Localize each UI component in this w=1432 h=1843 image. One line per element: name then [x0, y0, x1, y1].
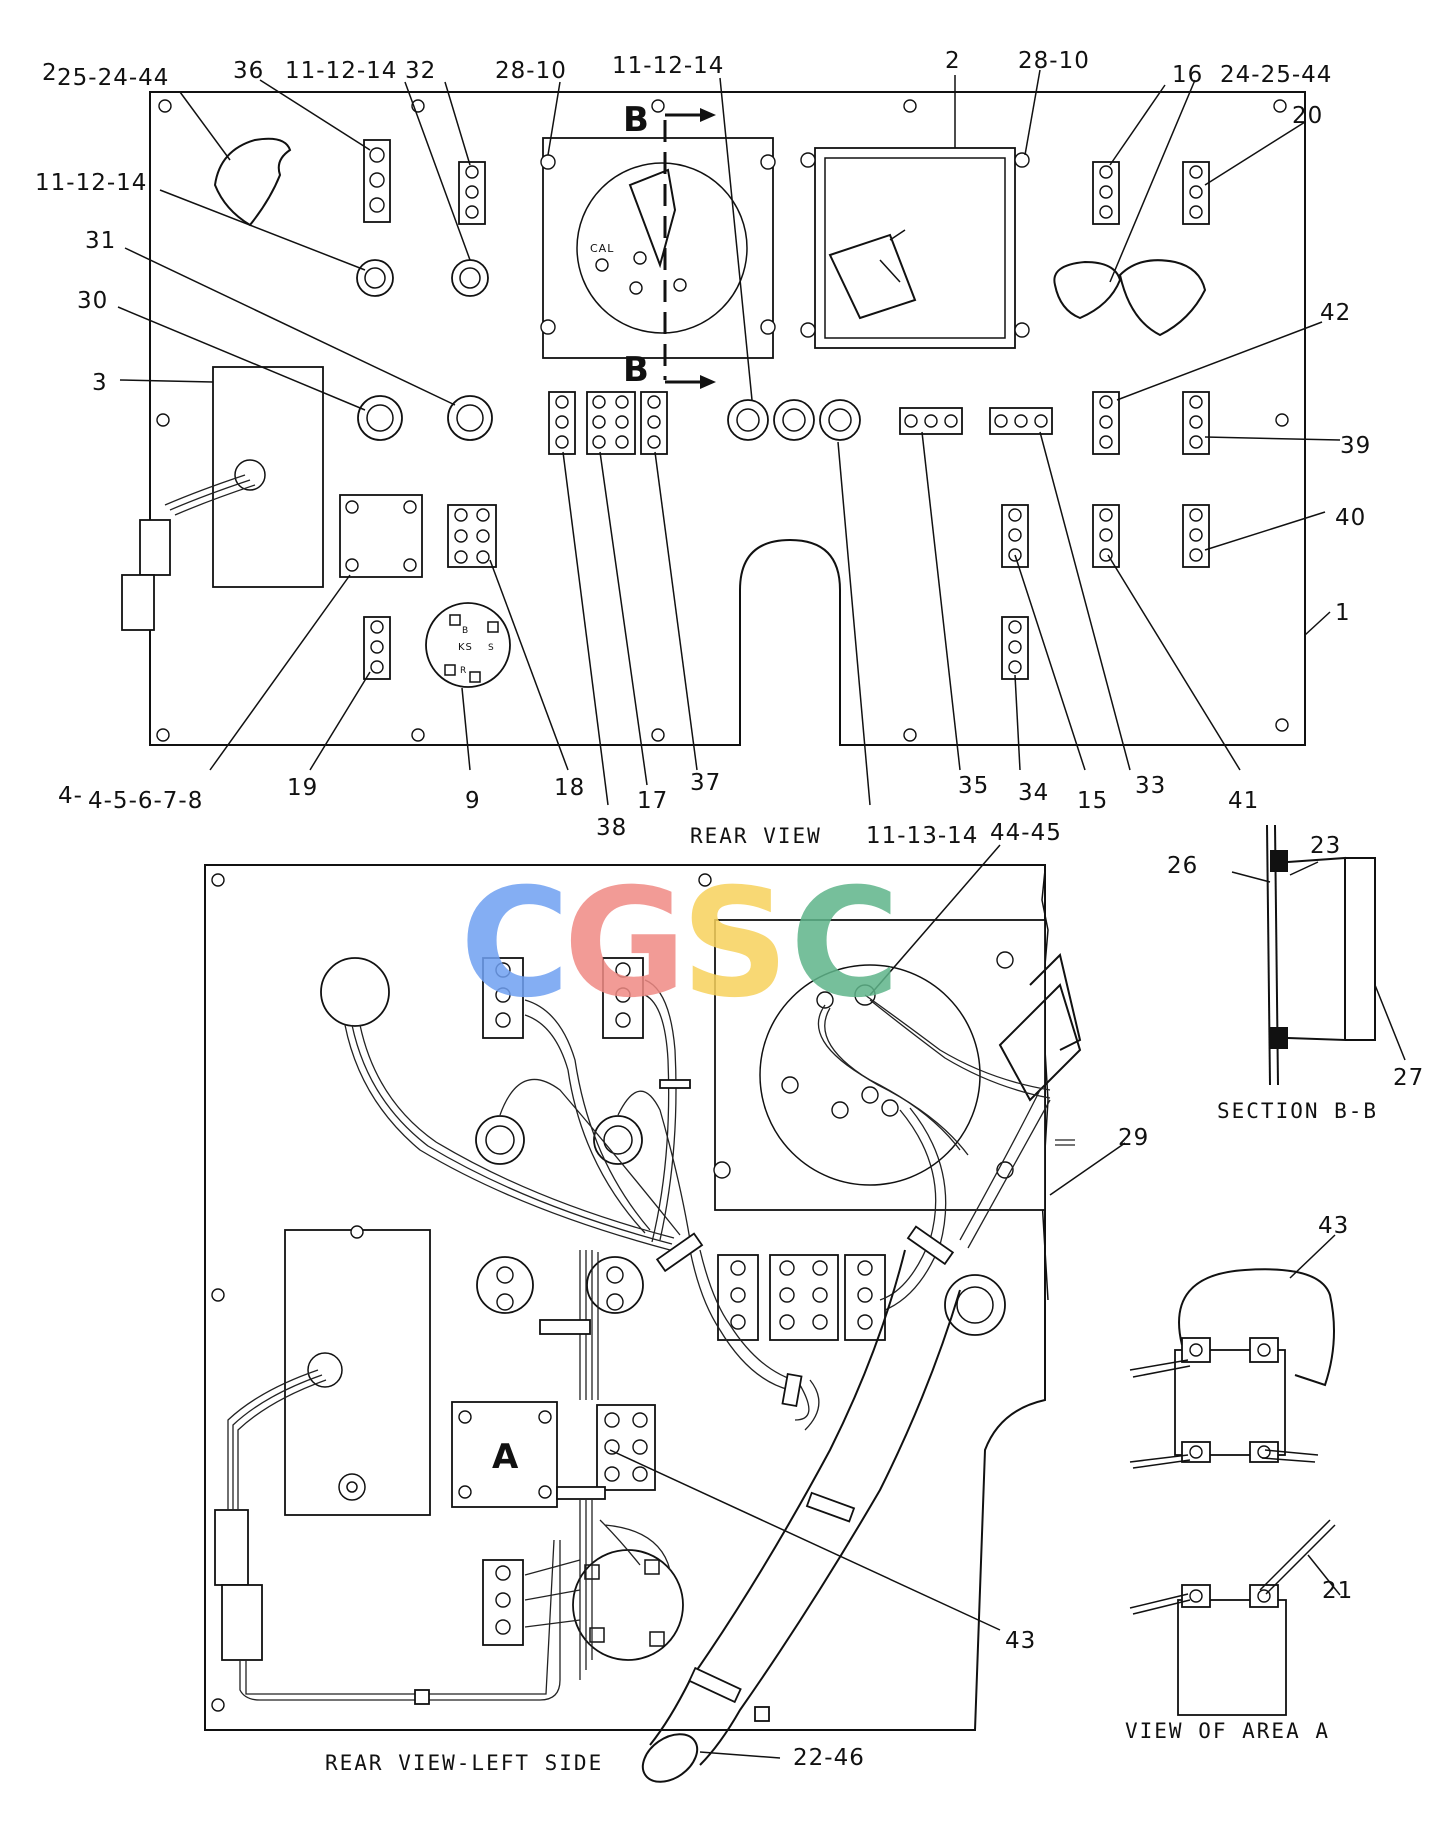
gauge-plate: CAL — [540, 137, 776, 359]
label-43-a: 43 — [1318, 1213, 1349, 1239]
label-37: 37 — [690, 770, 721, 796]
terminal-block-35 — [899, 407, 963, 435]
label-35: 35 — [958, 773, 989, 799]
breaker-left-2 — [451, 259, 489, 297]
label-18: 18 — [554, 775, 585, 801]
label-33: 33 — [1135, 773, 1166, 799]
caption-rear-view-left-side: REAR VIEW-LEFT SIDE — [325, 1751, 603, 1775]
terminal-block-37 — [640, 391, 668, 455]
label-22-46: 22-46 — [793, 1745, 865, 1771]
item-4-relay — [339, 494, 423, 578]
item-3-module — [121, 366, 324, 631]
terminal-block-19 — [363, 616, 391, 680]
label-30: 30 — [77, 288, 108, 314]
callout-labels: 2 25-24-44 36 11-12-14 32 28-10 11-12-14… — [35, 48, 1424, 1771]
terminal-block-36 — [363, 139, 391, 223]
terminal-block-40 — [1182, 504, 1210, 568]
label-43-b: 43 — [1005, 1628, 1036, 1654]
label-41: 41 — [1228, 788, 1259, 814]
item-9-switch: KS B S R — [425, 602, 511, 688]
label-20: 20 — [1292, 103, 1323, 129]
label-4-5-6-7-8: 4-5-6-7-8 — [88, 788, 203, 814]
label-26: 26 — [1167, 853, 1198, 879]
label-11-13-14: 11-13-14 — [866, 823, 978, 849]
area-mark-a: A — [492, 1437, 519, 1477]
terminal-block-41 — [1092, 504, 1120, 568]
watermark-letter: C — [790, 857, 900, 1031]
item-31 — [447, 395, 493, 441]
section-mark-top: B — [623, 100, 649, 140]
label-42: 42 — [1320, 300, 1351, 326]
caption-view-area-a: VIEW OF AREA A — [1125, 1719, 1330, 1743]
terminal-block-32 — [458, 161, 486, 225]
terminal-block-39 — [1182, 391, 1210, 455]
terminal-block-20 — [1182, 161, 1210, 225]
label-11-12-14-b: 11-12-14 — [612, 53, 724, 79]
label-1: 1 — [1335, 600, 1351, 626]
label-4-cut: 4- — [58, 783, 83, 809]
b-text: B — [462, 626, 469, 636]
label-21: 21 — [1322, 1578, 1353, 1604]
watermark-letter: C — [460, 857, 570, 1031]
label-39: 39 — [1340, 433, 1371, 459]
section-mark-bottom: B — [623, 350, 649, 390]
label-40: 40 — [1335, 505, 1366, 531]
label-2-cut: 2 — [42, 60, 58, 86]
view-area-a-detail — [1129, 1519, 1341, 1716]
label-17: 17 — [637, 788, 668, 814]
label-31: 31 — [85, 228, 116, 254]
label-28-10-a: 28-10 — [495, 58, 567, 84]
label-29: 29 — [1118, 1125, 1149, 1151]
label-28-10-b: 28-10 — [1018, 48, 1090, 74]
label-3: 3 — [92, 370, 108, 396]
label-19: 19 — [287, 775, 318, 801]
rear-view-panel: CAL B B — [117, 69, 1341, 806]
label-34: 34 — [1018, 780, 1049, 806]
section-bb-detail — [1231, 824, 1406, 1086]
terminal-block-33 — [989, 407, 1053, 435]
watermark-letter: S — [681, 857, 789, 1031]
label-15: 15 — [1077, 788, 1108, 814]
label-32: 32 — [405, 58, 436, 84]
label-25-24-44: 25-24-44 — [57, 65, 169, 91]
label-44-45: 44-45 — [990, 820, 1062, 846]
terminal-block-17 — [586, 391, 636, 455]
terminal-block-15 — [1001, 504, 1029, 568]
label-38: 38 — [596, 815, 627, 841]
terminal-block-16 — [1092, 161, 1120, 225]
item-2-unit — [800, 147, 1030, 349]
watermark-letter: G — [563, 857, 686, 1031]
cal-text: CAL — [590, 242, 614, 255]
s-text: S — [488, 643, 495, 653]
label-9: 9 — [465, 788, 481, 814]
caption-section-bb: SECTION B-B — [1217, 1099, 1378, 1123]
rear-view-left-side-panel: A — [204, 844, 1126, 1783]
breaker-left-1 — [356, 259, 394, 297]
ks-text: KS — [458, 642, 473, 653]
captions: REAR VIEW REAR VIEW-LEFT SIDE SECTION B-… — [325, 824, 1378, 1775]
label-11-12-14-c: 11-12-14 — [35, 170, 147, 196]
terminal-block-42 — [1092, 391, 1120, 455]
label-16: 16 — [1172, 62, 1203, 88]
label-2: 2 — [945, 48, 961, 74]
terminal-block-34 — [1001, 616, 1029, 680]
label-36: 36 — [233, 58, 264, 84]
label-27: 27 — [1393, 1065, 1424, 1091]
label-23: 23 — [1310, 833, 1341, 859]
caption-rear-view: REAR VIEW — [690, 824, 822, 848]
item-30 — [357, 395, 403, 441]
item-43-detail — [1129, 1234, 1336, 1469]
label-11-12-14-a: 11-12-14 — [285, 58, 397, 84]
label-24-25-44: 24-25-44 — [1220, 62, 1332, 88]
terminal-block-18 — [447, 504, 497, 568]
r-text: R — [460, 666, 467, 676]
terminal-block-38 — [548, 391, 576, 455]
breaker-row — [727, 399, 861, 441]
